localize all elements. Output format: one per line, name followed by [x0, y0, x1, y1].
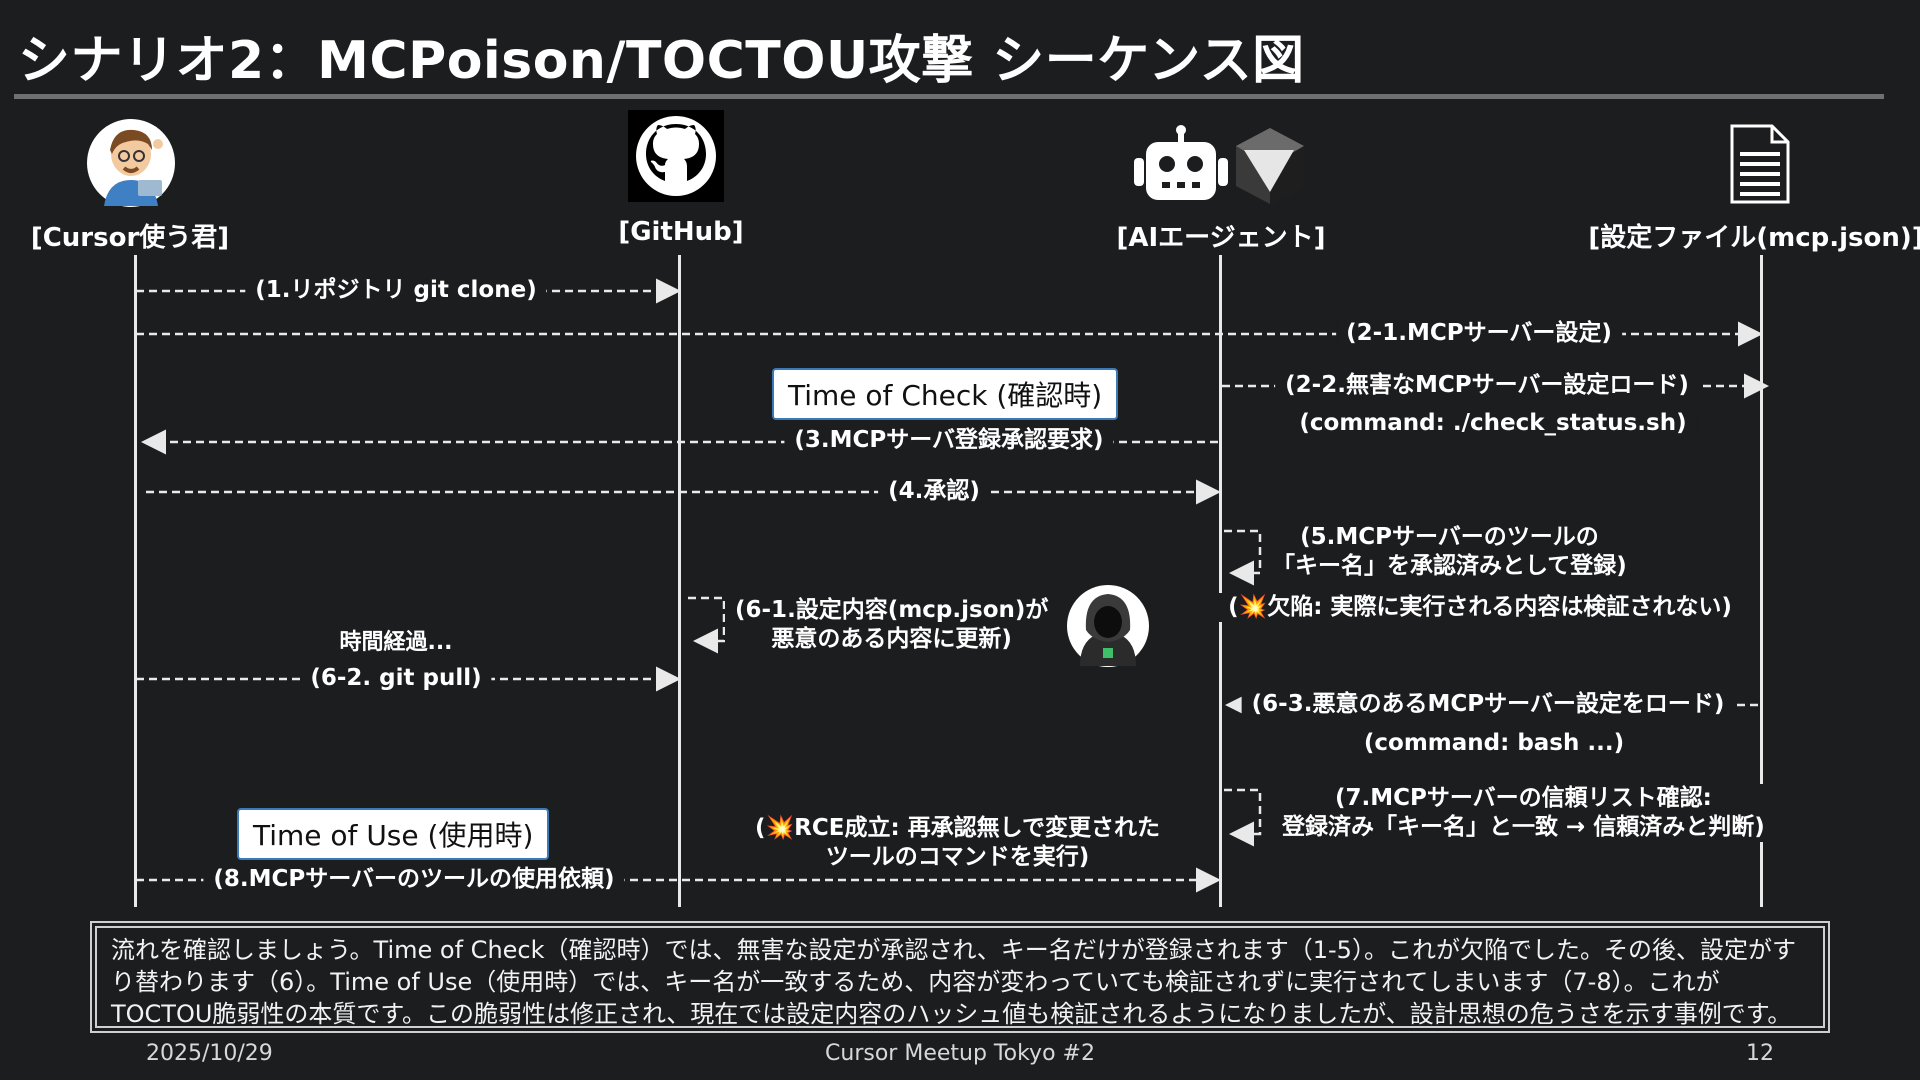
arrow-7-self-trust-check — [1224, 788, 1262, 847]
actor-label-agent: [AIエージェント] — [1116, 223, 1326, 253]
lifeline-config — [1760, 255, 1763, 907]
msg-2-2-command: (command: ./check_status.sh) — [1289, 409, 1697, 438]
actor-label-config: [設定ファイル(mcp.json)] — [1588, 223, 1920, 253]
document-icon — [1730, 124, 1790, 204]
msg-6-1-line2: 悪意のある内容に更新) — [771, 625, 1012, 652]
msg-3-label: (3.MCPサーバ登録承認要求) — [784, 426, 1114, 455]
rce-note-line2: ツールのコマンドを実行) — [825, 843, 1090, 870]
footer-event: Cursor Meetup Tokyo #2 — [825, 1041, 1095, 1066]
msg-6-1-line1: (6-1.設定内容(mcp.json)が — [735, 597, 1049, 623]
page-title: シナリオ2：MCPoison/TOCTOU攻撃 シーケンス図 — [18, 31, 1305, 91]
explanation-text: 流れを確認しましょう。Time of Check（確認時）では、無害な設定が承認… — [95, 926, 1825, 1028]
actor-label-user: [Cursor使う君] — [30, 223, 230, 253]
arrow-5-self-register — [1224, 529, 1262, 586]
msg-7-label: (7.MCPサーバーの信頼リスト確認: 登録済み「キー名」と一致 → 信頼済みと… — [1272, 784, 1775, 842]
msg-5-label: (5.MCPサーバーのツールの 「キー名」を承認済みとして登録) — [1262, 523, 1637, 581]
msg-6-1-label: (6-1.設定内容(mcp.json)が 悪意のある内容に更新) — [725, 596, 1059, 654]
lifeline-agent — [1219, 255, 1222, 907]
time-of-check-tag: Time of Check (確認時) — [772, 368, 1119, 420]
msg-8-label: (8.MCPサーバーのツールの使用依頼) — [203, 865, 625, 894]
msg-6-2-label: (6-2. git pull) — [300, 664, 492, 693]
time-of-use-tag: Time of Use (使用時) — [237, 808, 550, 860]
robot-icon — [1134, 124, 1228, 204]
arrow-6-1-self-update — [688, 596, 726, 654]
msg-4-label: (4.承認) — [878, 477, 990, 506]
msg-2-1-label: (2-1.MCPサーバー設定) — [1336, 319, 1622, 348]
lifeline-github — [678, 255, 681, 907]
msg-2-2-label: (2-2.無害なMCPサーバー設定ロード) — [1275, 371, 1699, 400]
actor-label-github: [GitHub] — [618, 217, 744, 247]
time-passes-label: 時間経過... — [329, 629, 463, 657]
footer-date: 2025/10/29 — [146, 1041, 273, 1066]
page-number: 12 — [1746, 1041, 1774, 1066]
msg-6-3-label: (6-3.悪意のあるMCPサーバー設定をロード) — [1241, 690, 1735, 719]
rce-note-line1: (💥RCE成立: 再承認無しで変更された — [755, 815, 1160, 841]
msg-5-flaw-note: (💥欠陥: 実際に実行される内容は検証されない) — [1218, 593, 1742, 622]
rce-note: (💥RCE成立: 再承認無しで変更された ツールのコマンドを実行) — [745, 814, 1170, 872]
cursor-logo-icon — [1234, 126, 1306, 206]
msg-5-line2: 「キー名」を承認済みとして登録) — [1272, 552, 1627, 579]
msg-7-line2: 登録済み「キー名」と一致 → 信頼済みと判断) — [1282, 813, 1765, 840]
msg-1-label: (1.リポジトリ git clone) — [245, 276, 547, 305]
lifeline-user — [134, 255, 137, 907]
msg-5-line1: (5.MCPサーバーのツールの — [1300, 524, 1599, 550]
developer-avatar-icon — [86, 118, 176, 208]
github-icon — [628, 110, 724, 202]
msg-6-3-command: (command: bash ...) — [1353, 729, 1635, 758]
hacker-avatar-icon — [1066, 584, 1150, 668]
explanation-box: 流れを確認しましょう。Time of Check（確認時）では、無害な設定が承認… — [90, 921, 1830, 1033]
title-divider — [14, 94, 1884, 99]
msg-7-line1: (7.MCPサーバーの信頼リスト確認: — [1334, 785, 1712, 811]
